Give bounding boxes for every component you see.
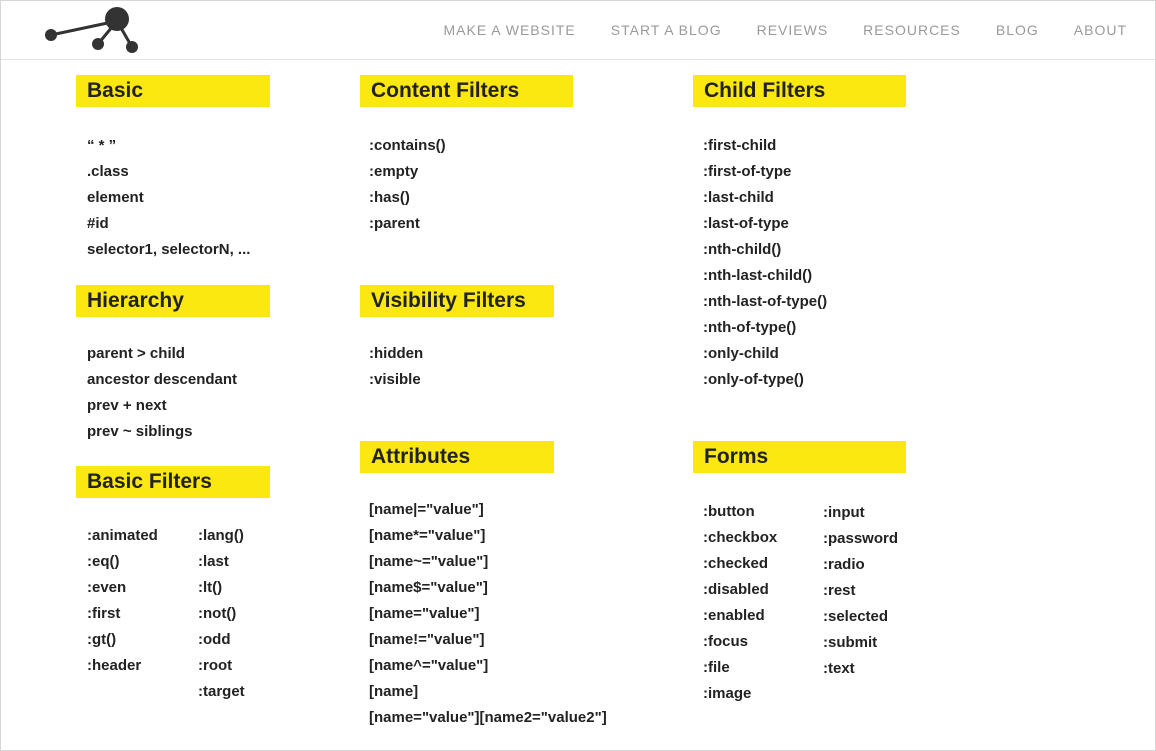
selector-item[interactable]: :odd (198, 631, 231, 648)
selector-item[interactable]: :nth-last-child() (703, 267, 813, 284)
selector-item[interactable]: #id (87, 215, 109, 232)
section-heading-attributes: Attributes (360, 441, 554, 473)
selector-item[interactable]: :visible (369, 371, 421, 388)
selector-item[interactable]: :root (198, 657, 233, 674)
selector-item[interactable]: :input (823, 504, 865, 521)
selector-item[interactable]: :checked (703, 555, 769, 572)
selector-item[interactable]: :contains() (369, 137, 446, 154)
nav-resources[interactable]: RESOURCES (863, 22, 961, 38)
logo-icon[interactable] (41, 3, 151, 59)
selector-item[interactable]: [name|="value"] (369, 501, 484, 518)
selector-item[interactable]: :only-of-type() (703, 371, 804, 388)
selector-item[interactable]: [name$="value"] (369, 579, 488, 596)
site-header: MAKE A WEBSITE START A BLOG REVIEWS RESO… (1, 1, 1156, 60)
main-nav: MAKE A WEBSITE START A BLOG REVIEWS RESO… (444, 21, 1128, 39)
selector-item[interactable]: [name~="value"] (369, 553, 489, 570)
nav-make-a-website[interactable]: MAKE A WEBSITE (443, 22, 576, 38)
selector-item[interactable]: [name="value"][name2="value2"] (369, 709, 607, 726)
selector-item[interactable]: :header (87, 657, 142, 674)
selector-list-attributes: [name|="value"] [name*="value"] [name~="va… (369, 497, 607, 731)
selector-item[interactable]: prev ~ siblings (87, 423, 193, 440)
nav-about[interactable]: ABOUT (1073, 22, 1127, 38)
selector-item[interactable]: [name!="value"] (369, 631, 485, 648)
nav-reviews[interactable]: REVIEWS (756, 22, 829, 38)
nav-start-a-blog[interactable]: START A BLOG (610, 22, 722, 38)
selector-item[interactable]: “ * ” (87, 137, 117, 154)
selector-item[interactable]: :gt() (87, 631, 117, 648)
selector-item[interactable]: parent > child (87, 345, 185, 362)
section-heading-hierarchy: Hierarchy (76, 285, 270, 317)
selector-item[interactable]: [name] (369, 683, 419, 700)
selector-item[interactable]: :parent (369, 215, 420, 232)
selector-list-content: :contains() :empty :has() :parent (369, 133, 446, 237)
selector-item[interactable]: :even (87, 579, 127, 596)
selector-list-basic: “ * ” .class element #id selector1, selector… (87, 133, 250, 263)
selector-item[interactable]: :has() (369, 189, 410, 206)
selector-item[interactable]: :nth-child() (703, 241, 782, 258)
selector-item[interactable]: [name^="value"] (369, 657, 489, 674)
section-heading-forms: Forms (693, 441, 906, 473)
selector-item[interactable]: :submit (823, 634, 878, 651)
selector-item[interactable]: :last-child (703, 189, 774, 206)
section-heading-basic: Basic (76, 75, 270, 107)
selector-list-forms: :button :checkbox :checked :disabled :enable… (703, 499, 777, 707)
selector-item[interactable]: [name="value"] (369, 605, 480, 622)
selector-item[interactable]: :last (198, 553, 229, 570)
selector-item[interactable]: prev + next (87, 397, 167, 414)
selector-list-child: :first-child :first-of-type :last-child :la… (703, 133, 827, 393)
selector-item[interactable]: :last-of-type (703, 215, 789, 232)
selector-item[interactable]: :disabled (703, 581, 769, 598)
selector-item[interactable]: :text (823, 660, 855, 677)
selector-item[interactable]: :button (703, 503, 755, 520)
selector-item[interactable]: selector1, selectorN, ... (87, 241, 251, 258)
section-heading-visibility: Visibility Filters (360, 285, 554, 317)
selector-item[interactable]: element (87, 189, 144, 206)
selector-list-visibility: :hidden :visible (369, 341, 423, 393)
selector-item[interactable]: :only-child (703, 345, 779, 362)
selector-item[interactable]: :lt() (198, 579, 223, 596)
selector-item[interactable]: :eq() (87, 553, 120, 570)
nav-blog[interactable]: BLOG (995, 22, 1039, 38)
selector-item[interactable]: :image (703, 685, 752, 702)
section-heading-child: Child Filters (693, 75, 906, 107)
selector-item[interactable]: :nth-last-of-type() (703, 293, 828, 310)
selector-item[interactable]: :hidden (369, 345, 424, 362)
selector-item[interactable]: :first-child (703, 137, 777, 154)
selector-item[interactable]: ancestor descendant (87, 371, 238, 388)
selector-item[interactable]: :enabled (703, 607, 765, 624)
selector-list-basic-filters: :lang() :last :lt() :not() :odd :root :target (198, 523, 245, 705)
selector-item[interactable]: :not() (198, 605, 237, 622)
selector-item[interactable]: [name*="value"] (369, 527, 486, 544)
selector-item[interactable]: :radio (823, 556, 865, 573)
selector-item[interactable]: :target (198, 683, 245, 700)
selector-item[interactable]: :animated (87, 527, 158, 544)
selector-item[interactable]: :empty (369, 163, 419, 180)
selector-item[interactable]: :password (823, 530, 899, 547)
selector-item[interactable]: :focus (703, 633, 748, 650)
selector-item[interactable]: :rest (823, 582, 856, 599)
selector-item[interactable]: .class (87, 163, 129, 180)
selector-item[interactable]: :checkbox (703, 529, 778, 546)
selector-list-basic-filters: :animated :eq() :even :first :gt() :header (87, 523, 158, 679)
selector-item[interactable]: :first (87, 605, 121, 622)
selector-item[interactable]: :first-of-type (703, 163, 792, 180)
selector-item[interactable]: :file (703, 659, 730, 676)
section-heading-basic-filters: Basic Filters (76, 466, 270, 498)
selector-item[interactable]: :nth-of-type() (703, 319, 797, 336)
selector-item[interactable]: :lang() (198, 527, 244, 544)
selector-item[interactable]: :selected (823, 608, 889, 625)
section-heading-content: Content Filters (360, 75, 573, 107)
selector-list-forms: :input :password :radio :rest :selected :subm… (823, 500, 898, 682)
selector-list-hierarchy: parent > child ancestor descendant prev + … (87, 341, 237, 445)
